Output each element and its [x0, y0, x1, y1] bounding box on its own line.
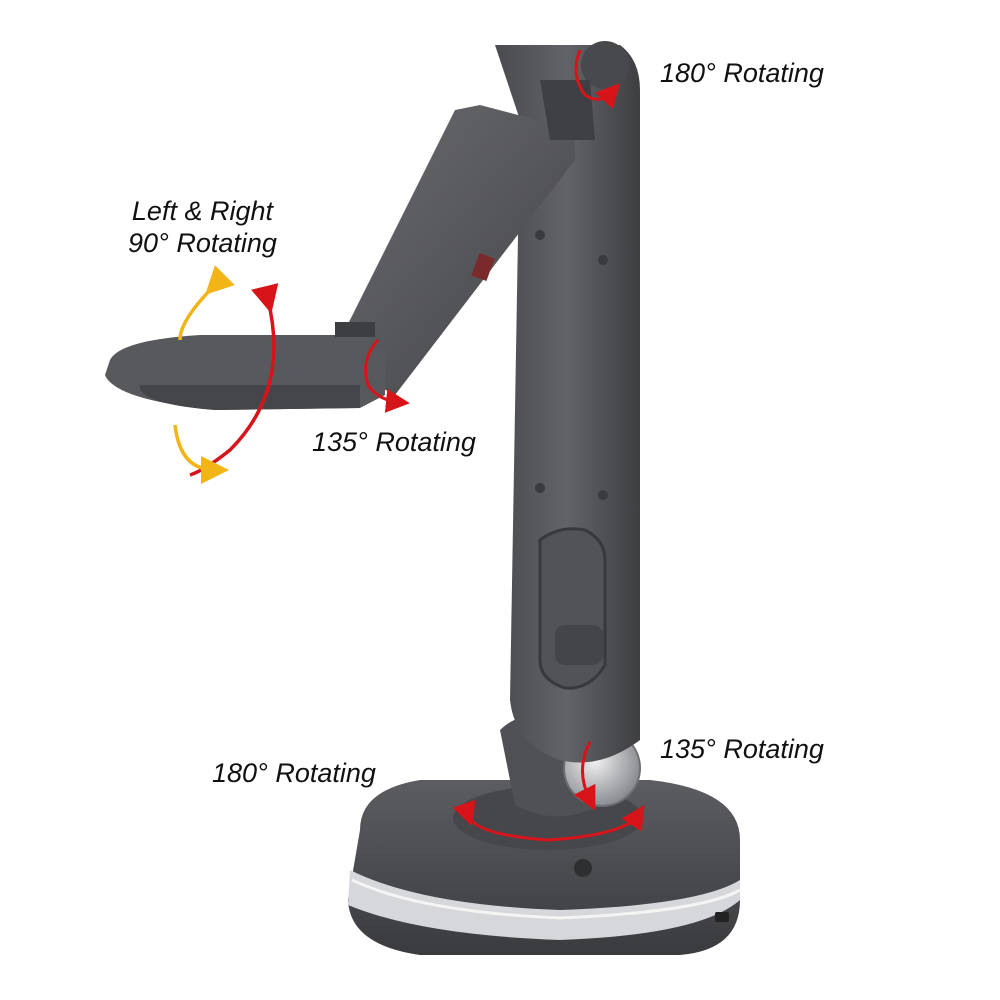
label-lower-tilt: 135° Rotating [660, 734, 824, 764]
head-tilt-arrow [364, 338, 410, 413]
rotation-arrows [173, 49, 645, 842]
upper-arm [330, 80, 595, 395]
top-rotation-arrow [574, 49, 621, 109]
base-rotation-arrow [452, 799, 645, 842]
label-head-swivel: Left & Right 90° Rotating [128, 195, 277, 260]
head-swivel-arrow-yellow-bottom [173, 424, 229, 484]
label-head-swivel-line2: 90° Rotating [128, 228, 277, 259]
label-base-rotation: 180° Rotating [212, 758, 376, 788]
label-head-swivel-line1: Left & Right [131, 196, 273, 226]
lower-tilt-arrow [573, 741, 596, 811]
camera-head [105, 322, 385, 410]
vertical-arm [495, 41, 640, 763]
label-head-tilt: 135° Rotating [312, 427, 476, 457]
label-top-rotation: 180° Rotating [660, 58, 824, 88]
head-swivel-arrow-yellow-top [178, 265, 235, 341]
